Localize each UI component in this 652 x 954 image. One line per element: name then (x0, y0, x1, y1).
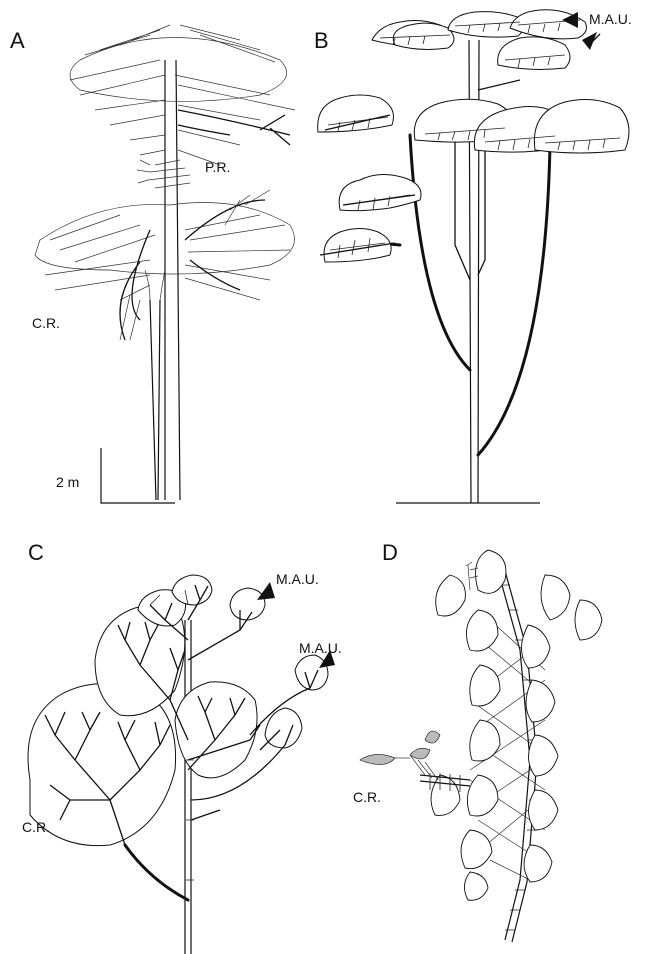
panel-a-scale-bar (101, 448, 175, 503)
panel-b-mau-label: M.A.U. (589, 11, 632, 27)
panel-b-tree-drawing (318, 10, 629, 503)
panel-d-letter: D (382, 540, 398, 565)
panel-c-mau-label-2: M.A.U. (299, 640, 342, 656)
panel-d: D (353, 540, 602, 942)
panel-c-tree-drawing (28, 575, 335, 954)
panel-a-cr-label: C.R. (32, 315, 60, 331)
panel-a-pr-label: P.R. (205, 159, 230, 175)
panel-d-cr-label: C.R. (353, 789, 381, 805)
panel-c-mau-label-1: M.A.U. (276, 571, 319, 587)
panel-a-scale-label: 2 m (56, 474, 79, 490)
panel-d-plant-drawing (360, 550, 602, 942)
panel-a-letter: A (10, 28, 25, 53)
panel-c: C M.A.U. M.A (22, 540, 342, 954)
panel-c-letter: C (28, 540, 44, 565)
panel-b: B (314, 10, 632, 503)
panel-b-letter: B (314, 28, 329, 53)
panel-c-cr-label: C.R. (22, 819, 50, 835)
panel-a-tree-drawing (35, 25, 295, 500)
panel-a: A P.R. C.R. 2 m (10, 25, 295, 503)
